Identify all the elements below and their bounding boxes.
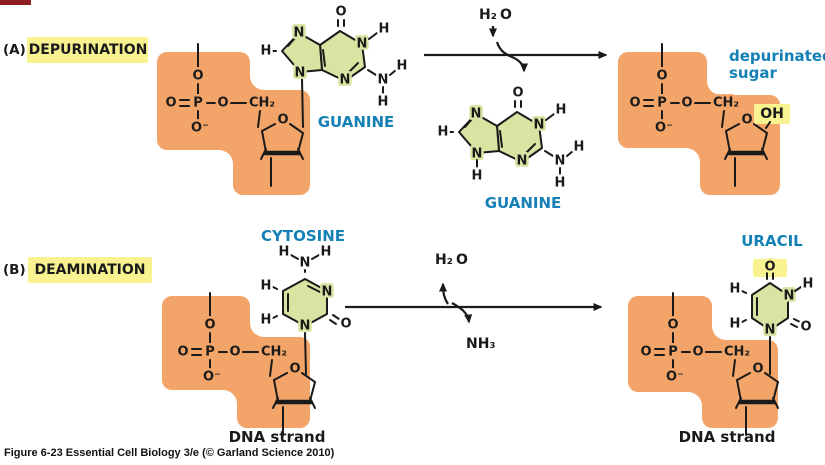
water-h2-a: H₂ [479, 7, 497, 23]
glycosidic-bond-a [301, 78, 304, 128]
cytosine-base: N H H N O N H H [258, 242, 354, 336]
water-h2-b: H₂ [435, 252, 453, 268]
atom-label-n3: N [322, 285, 333, 300]
atom-label-hydrogen: H [261, 313, 272, 328]
atom-label-hydrogen: H [730, 282, 741, 297]
guanine-label-attached: GUANINE [318, 113, 395, 131]
glycosidic-bond-b-left [304, 332, 307, 375]
bond-c1-oh [765, 121, 771, 129]
depurinated-sugar-label-line2: sugar [729, 64, 777, 82]
atom-label-hydrogen: H [803, 277, 814, 292]
atom-label-hydrogen: H [730, 317, 741, 332]
figure-caption: Figure 6-23 Essential Cell Biology 3/e (… [4, 447, 335, 459]
atom-label-hydrogen: H [472, 169, 483, 184]
atom-label-n1: N [300, 319, 311, 334]
uracil-ring [751, 282, 789, 331]
panel-a-title: DEPURINATION [29, 42, 148, 58]
guanine-label-released: GUANINE [485, 194, 562, 212]
atom-label-n3: N [784, 289, 795, 304]
uracil-label: URACIL [741, 232, 803, 250]
cytosine-label: CYTOSINE [261, 227, 345, 245]
oh-highlight [754, 104, 790, 124]
panel-b-title-highlight [28, 257, 152, 283]
panel-b-title: DEAMINATION [34, 262, 145, 278]
water-arrow-b [439, 282, 449, 305]
top-red-bar [0, 0, 31, 5]
base-release-arrow-a [495, 41, 528, 73]
atom-label-amine-nitrogen: N [300, 256, 311, 271]
depurinated-sugar-label-line1: depurinated [729, 47, 825, 65]
dna-strand-label-left: DNA strand [229, 428, 326, 446]
panel-a-index: (A) [3, 42, 26, 58]
atom-label-hydrogen: H [321, 245, 332, 260]
new-oxygen-highlight [753, 259, 787, 277]
atom-label-new-oxygen: O [764, 260, 775, 275]
ammonia-release-arrow-b [451, 302, 473, 324]
dna-strand-label-right: DNA strand [679, 428, 776, 446]
atom-label-carbonyl-oxygen: O [340, 317, 351, 332]
panel-b-index: (B) [3, 262, 26, 278]
water-oxygen-a: O [500, 7, 512, 23]
panel-a-title-highlight [27, 37, 148, 63]
atom-label-carbonyl-oxygen: O [800, 320, 811, 335]
dna-strand-blob-a-right [618, 52, 780, 195]
atom-label-hydrogen: H [261, 279, 272, 294]
water-oxygen-b: O [456, 252, 468, 268]
dna-strand-blob-b-left [162, 296, 310, 428]
uracil-base: O N H O N H H [727, 257, 816, 340]
guanine-released [438, 86, 585, 191]
ammonia-label: NH₃ [466, 336, 496, 352]
hydroxyl-label: OH [760, 106, 784, 122]
atom-label-hydrogen: H [279, 245, 290, 260]
atom-label-n1: N [765, 323, 776, 338]
